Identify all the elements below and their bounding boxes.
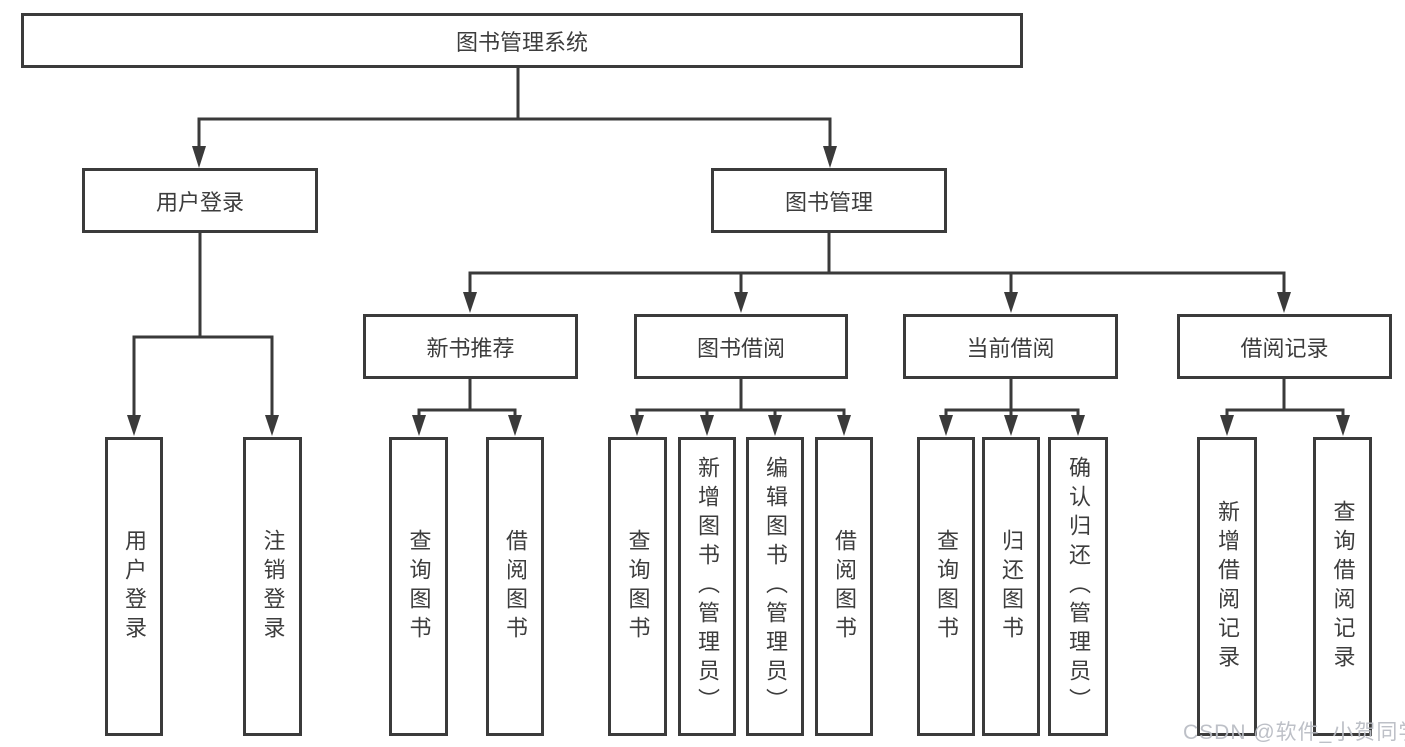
arrowhead-cb-confirm: [1071, 415, 1085, 436]
arrowhead-cb-query: [939, 415, 953, 436]
arrowhead-bb-query: [630, 415, 644, 436]
leaf-cb-return-books: 归还图书: [982, 437, 1040, 736]
leaf-logout-login-label: 注销登录: [260, 528, 286, 645]
leaf-bb-borrow-books-label: 借阅图书: [832, 528, 857, 645]
leaf-nbr-query-books: 查询图书: [389, 437, 448, 736]
arrowhead-nbr-borrow: [508, 415, 522, 436]
leaf-br-add-record: 新增借阅记录: [1197, 437, 1257, 736]
node-root-label: 图书管理系统: [455, 29, 588, 55]
node-borrow-records: 借阅记录: [1177, 314, 1392, 379]
arrowhead-bb-edit: [768, 415, 782, 436]
leaf-br-add-record-label: 新增借阅记录: [1215, 499, 1240, 674]
leaf-br-query-record: 查询借阅记录: [1313, 437, 1372, 736]
node-book-management-label: 图书管理: [784, 189, 873, 215]
arrowhead-bb-add: [700, 415, 714, 436]
arrowhead-leaf-logout: [265, 415, 279, 436]
node-root: 图书管理系统: [21, 13, 1023, 68]
node-book-borrow-label: 图书借阅: [696, 335, 785, 361]
arrowhead-br-query: [1336, 415, 1350, 436]
node-user-login: 用户登录: [82, 168, 318, 233]
leaf-bb-edit-books-admin: 编辑图书（管理员）: [746, 437, 804, 736]
arrowhead-bb-borrow: [837, 415, 851, 436]
leaf-user-login: 用户登录: [105, 437, 163, 736]
leaf-bb-query-books: 查询图书: [608, 437, 667, 736]
node-new-book-recommend-label: 新书推荐: [426, 335, 515, 361]
leaf-bb-edit-books-admin-label: 编辑图书（管理员）: [763, 456, 788, 717]
arrowhead-user-login: [192, 146, 206, 168]
arrowhead-br-add: [1220, 415, 1234, 436]
leaf-bb-query-books-label: 查询图书: [625, 528, 651, 645]
node-current-borrow: 当前借阅: [903, 314, 1118, 379]
leaf-cb-query-books: 查询图书: [917, 437, 975, 736]
leaf-nbr-borrow-books-label: 借阅图书: [503, 528, 528, 645]
arrowhead-nbr-query: [412, 415, 426, 436]
arrowhead-current-borrow: [1004, 292, 1018, 313]
leaf-bb-add-books-admin: 新增图书（管理员）: [678, 437, 736, 736]
arrowhead-book-borrow: [734, 292, 748, 313]
arrowhead-book-management: [823, 146, 837, 168]
arrowhead-cb-return: [1004, 415, 1018, 436]
arrowhead-borrow-records: [1277, 292, 1291, 313]
node-new-book-recommend: 新书推荐: [363, 314, 578, 379]
node-current-borrow-label: 当前借阅: [966, 335, 1055, 361]
leaf-cb-return-books-label: 归还图书: [999, 528, 1024, 645]
watermark: CSDN @软件_小贺同学: [1183, 721, 1405, 744]
leaf-cb-confirm-return-admin: 确认归还（管理员）: [1048, 437, 1108, 736]
node-borrow-records-label: 借阅记录: [1240, 335, 1329, 361]
leaf-bb-add-books-admin-label: 新增图书（管理员）: [695, 456, 720, 717]
leaf-nbr-borrow-books: 借阅图书: [486, 437, 544, 736]
leaf-user-login-label: 用户登录: [122, 528, 147, 645]
leaf-logout-login: 注销登录: [243, 437, 302, 736]
leaf-cb-confirm-return-admin-label: 确认归还（管理员）: [1066, 456, 1091, 717]
arrowhead-new-book-recommend: [463, 292, 477, 313]
leaf-cb-query-books-label: 查询图书: [934, 528, 959, 645]
arrowhead-leaf-user-login: [127, 415, 141, 436]
node-book-management: 图书管理: [711, 168, 947, 233]
node-user-login-label: 用户登录: [155, 189, 244, 215]
leaf-nbr-query-books-label: 查询图书: [406, 528, 432, 645]
node-book-borrow: 图书借阅: [634, 314, 848, 379]
leaf-br-query-record-label: 查询借阅记录: [1330, 499, 1356, 674]
leaf-bb-borrow-books: 借阅图书: [815, 437, 873, 736]
